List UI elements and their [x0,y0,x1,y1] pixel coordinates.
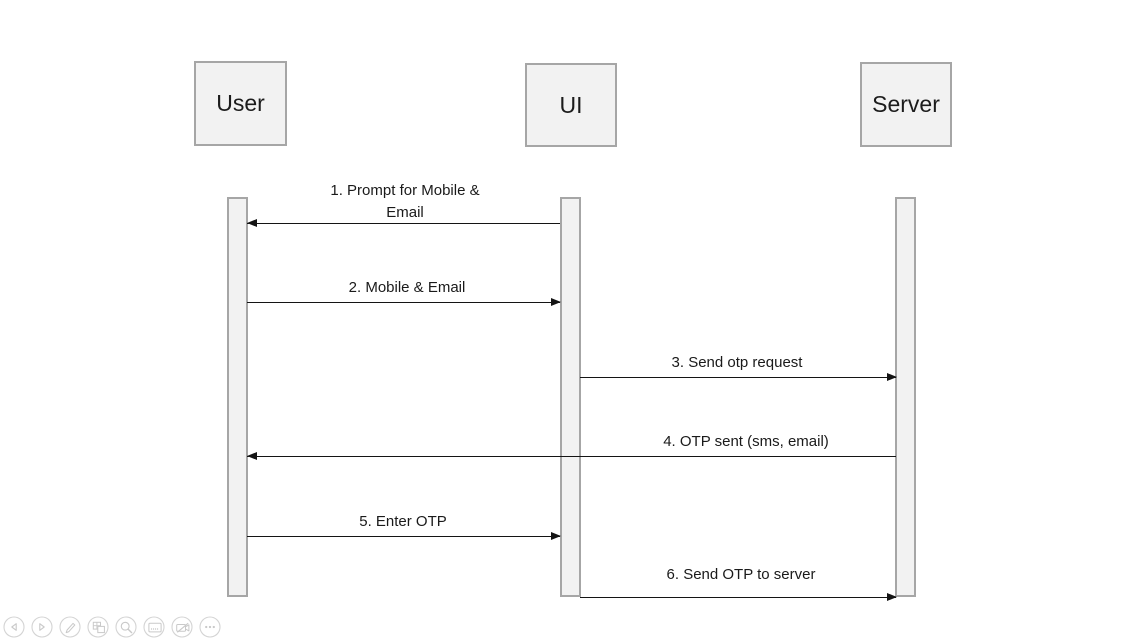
actor-box-user: User [194,61,287,146]
previous-slide-icon[interactable] [3,616,25,638]
message-5-label: 5. Enter OTP [359,513,447,530]
message-5-arrow [247,532,561,541]
lifeline-server [895,197,916,597]
message-6-label: 6. Send OTP to server [666,566,816,583]
actor-box-server: Server [860,62,952,147]
see-all-slides-icon[interactable] [87,616,109,638]
lifeline-ui [560,197,581,597]
zoom-icon[interactable] [115,616,137,638]
subtitles-icon[interactable] [143,616,165,638]
slideshow-toolbar [3,616,221,638]
message-6-arrow [580,593,897,602]
message-3-arrow [580,373,897,382]
actor-box-ui: UI [525,63,617,147]
message-2-arrow [247,298,561,307]
message-4-label: 4. OTP sent (sms, email) [663,433,829,450]
pen-icon[interactable] [59,616,81,638]
next-slide-icon[interactable] [31,616,53,638]
message-1-label: 1. Prompt for Mobile & Email [330,182,480,221]
more-options-icon[interactable] [199,616,221,638]
message-3-label: 3. Send otp request [671,354,803,371]
message-1-arrow [246,219,560,228]
camera-icon[interactable] [171,616,193,638]
message-2-label: 2. Mobile & Email [348,279,466,296]
actor-label-ui: UI [559,91,583,118]
actor-label-server: Server [872,91,940,117]
actor-label-user: User [216,90,265,116]
message-4-arrow [246,452,896,461]
lifeline-user [227,197,248,597]
